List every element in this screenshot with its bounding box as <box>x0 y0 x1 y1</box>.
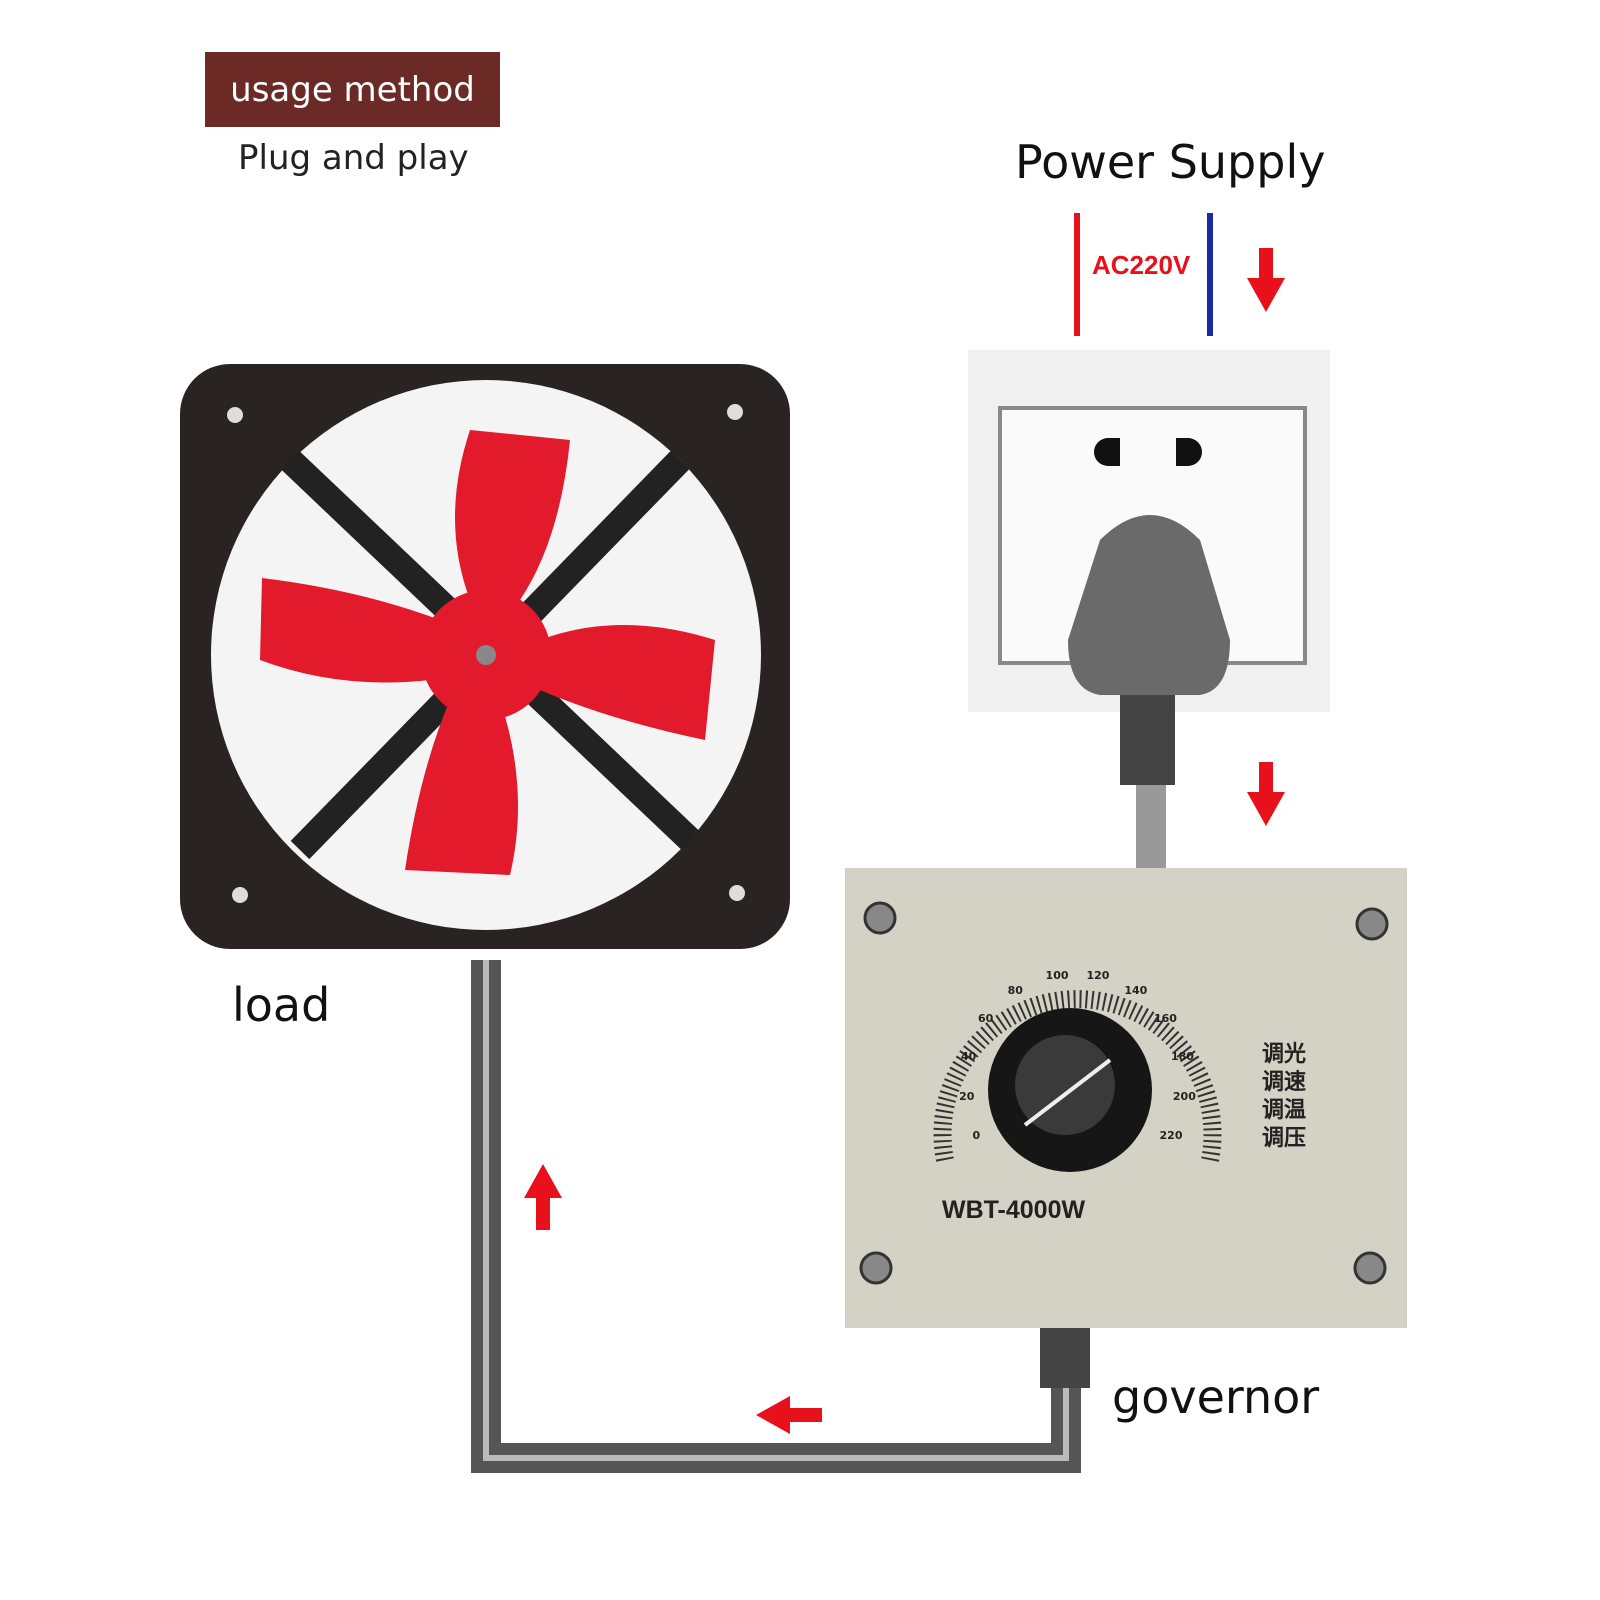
live-wire <box>1074 213 1080 336</box>
function-label: 调光 <box>1262 1042 1307 1067</box>
fan-load <box>180 364 790 949</box>
function-label: 调速 <box>1262 1070 1307 1095</box>
subtitle: Plug and play <box>238 138 469 178</box>
dial-tick-label: 120 <box>1086 968 1110 982</box>
dial-tick-label: 180 <box>1170 1049 1194 1063</box>
dial-tick-label: 20 <box>959 1090 975 1104</box>
dial-tick-label: 200 <box>1172 1090 1196 1104</box>
arrow-down-icon <box>1247 762 1285 826</box>
arrow-left-icon <box>756 1396 822 1434</box>
dial-tick-label: 100 <box>1045 968 1069 982</box>
model-label: WBT-4000W <box>942 1196 1086 1224</box>
dial-tick-label: 80 <box>1007 984 1023 998</box>
function-label: 调温 <box>1262 1098 1307 1123</box>
dial-tick-label: 60 <box>978 1012 994 1026</box>
dial-tick-label: 140 <box>1124 984 1148 998</box>
load-label: load <box>232 978 331 1032</box>
plug <box>1068 515 1230 785</box>
dial-tick-label: 40 <box>961 1049 977 1063</box>
power-supply-label: Power Supply <box>1015 135 1326 189</box>
governor-box <box>845 868 1407 1388</box>
voltage-label: AC220V <box>1092 250 1191 280</box>
neutral-wire <box>1207 213 1213 336</box>
function-label: 调压 <box>1262 1126 1307 1151</box>
usage-method-badge: usage method <box>205 52 500 127</box>
governor-label: governor <box>1112 1370 1320 1424</box>
dial-tick-label: 220 <box>1159 1129 1183 1142</box>
dial-tick-label: 160 <box>1153 1012 1177 1026</box>
dial-tick-label: 0 <box>972 1129 981 1142</box>
arrow-down-icon <box>1247 248 1285 312</box>
arrow-up-icon <box>524 1164 562 1230</box>
arrow-icons <box>524 248 1285 1434</box>
